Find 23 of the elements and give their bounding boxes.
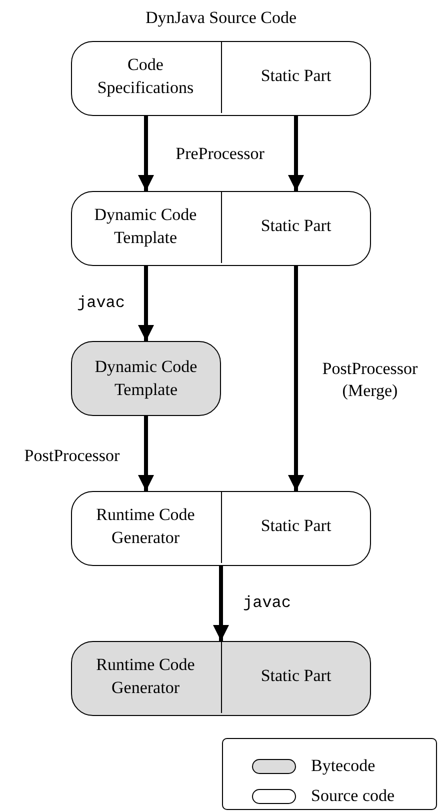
node-label: Static Part [260,665,332,688]
node-label: Static Part [260,215,332,238]
arrow [138,416,154,491]
node-label: Code Specifications [96,54,195,99]
diagram-title: DynJava Source Code [144,8,298,28]
split-process-box [71,641,371,716]
process-box [71,341,221,416]
arrow [288,116,304,191]
arrow [138,116,154,191]
node-label: Runtime Code Generator [95,504,196,548]
legend-label: Bytecode [311,756,376,776]
node-label: Static Part [260,65,332,88]
split-process-box [71,41,371,116]
node-label: Static Part [260,515,332,538]
split-process-box [71,191,371,266]
arrow [288,266,304,491]
node-label: Dynamic Code Template [93,204,198,249]
arrow [213,566,229,641]
split-process-box [71,491,371,566]
node-label: Dynamic Code Template [94,356,198,401]
node-label: Runtime Code Generator [95,654,196,698]
legend-label: Source code [311,786,395,806]
arrow [138,266,154,341]
